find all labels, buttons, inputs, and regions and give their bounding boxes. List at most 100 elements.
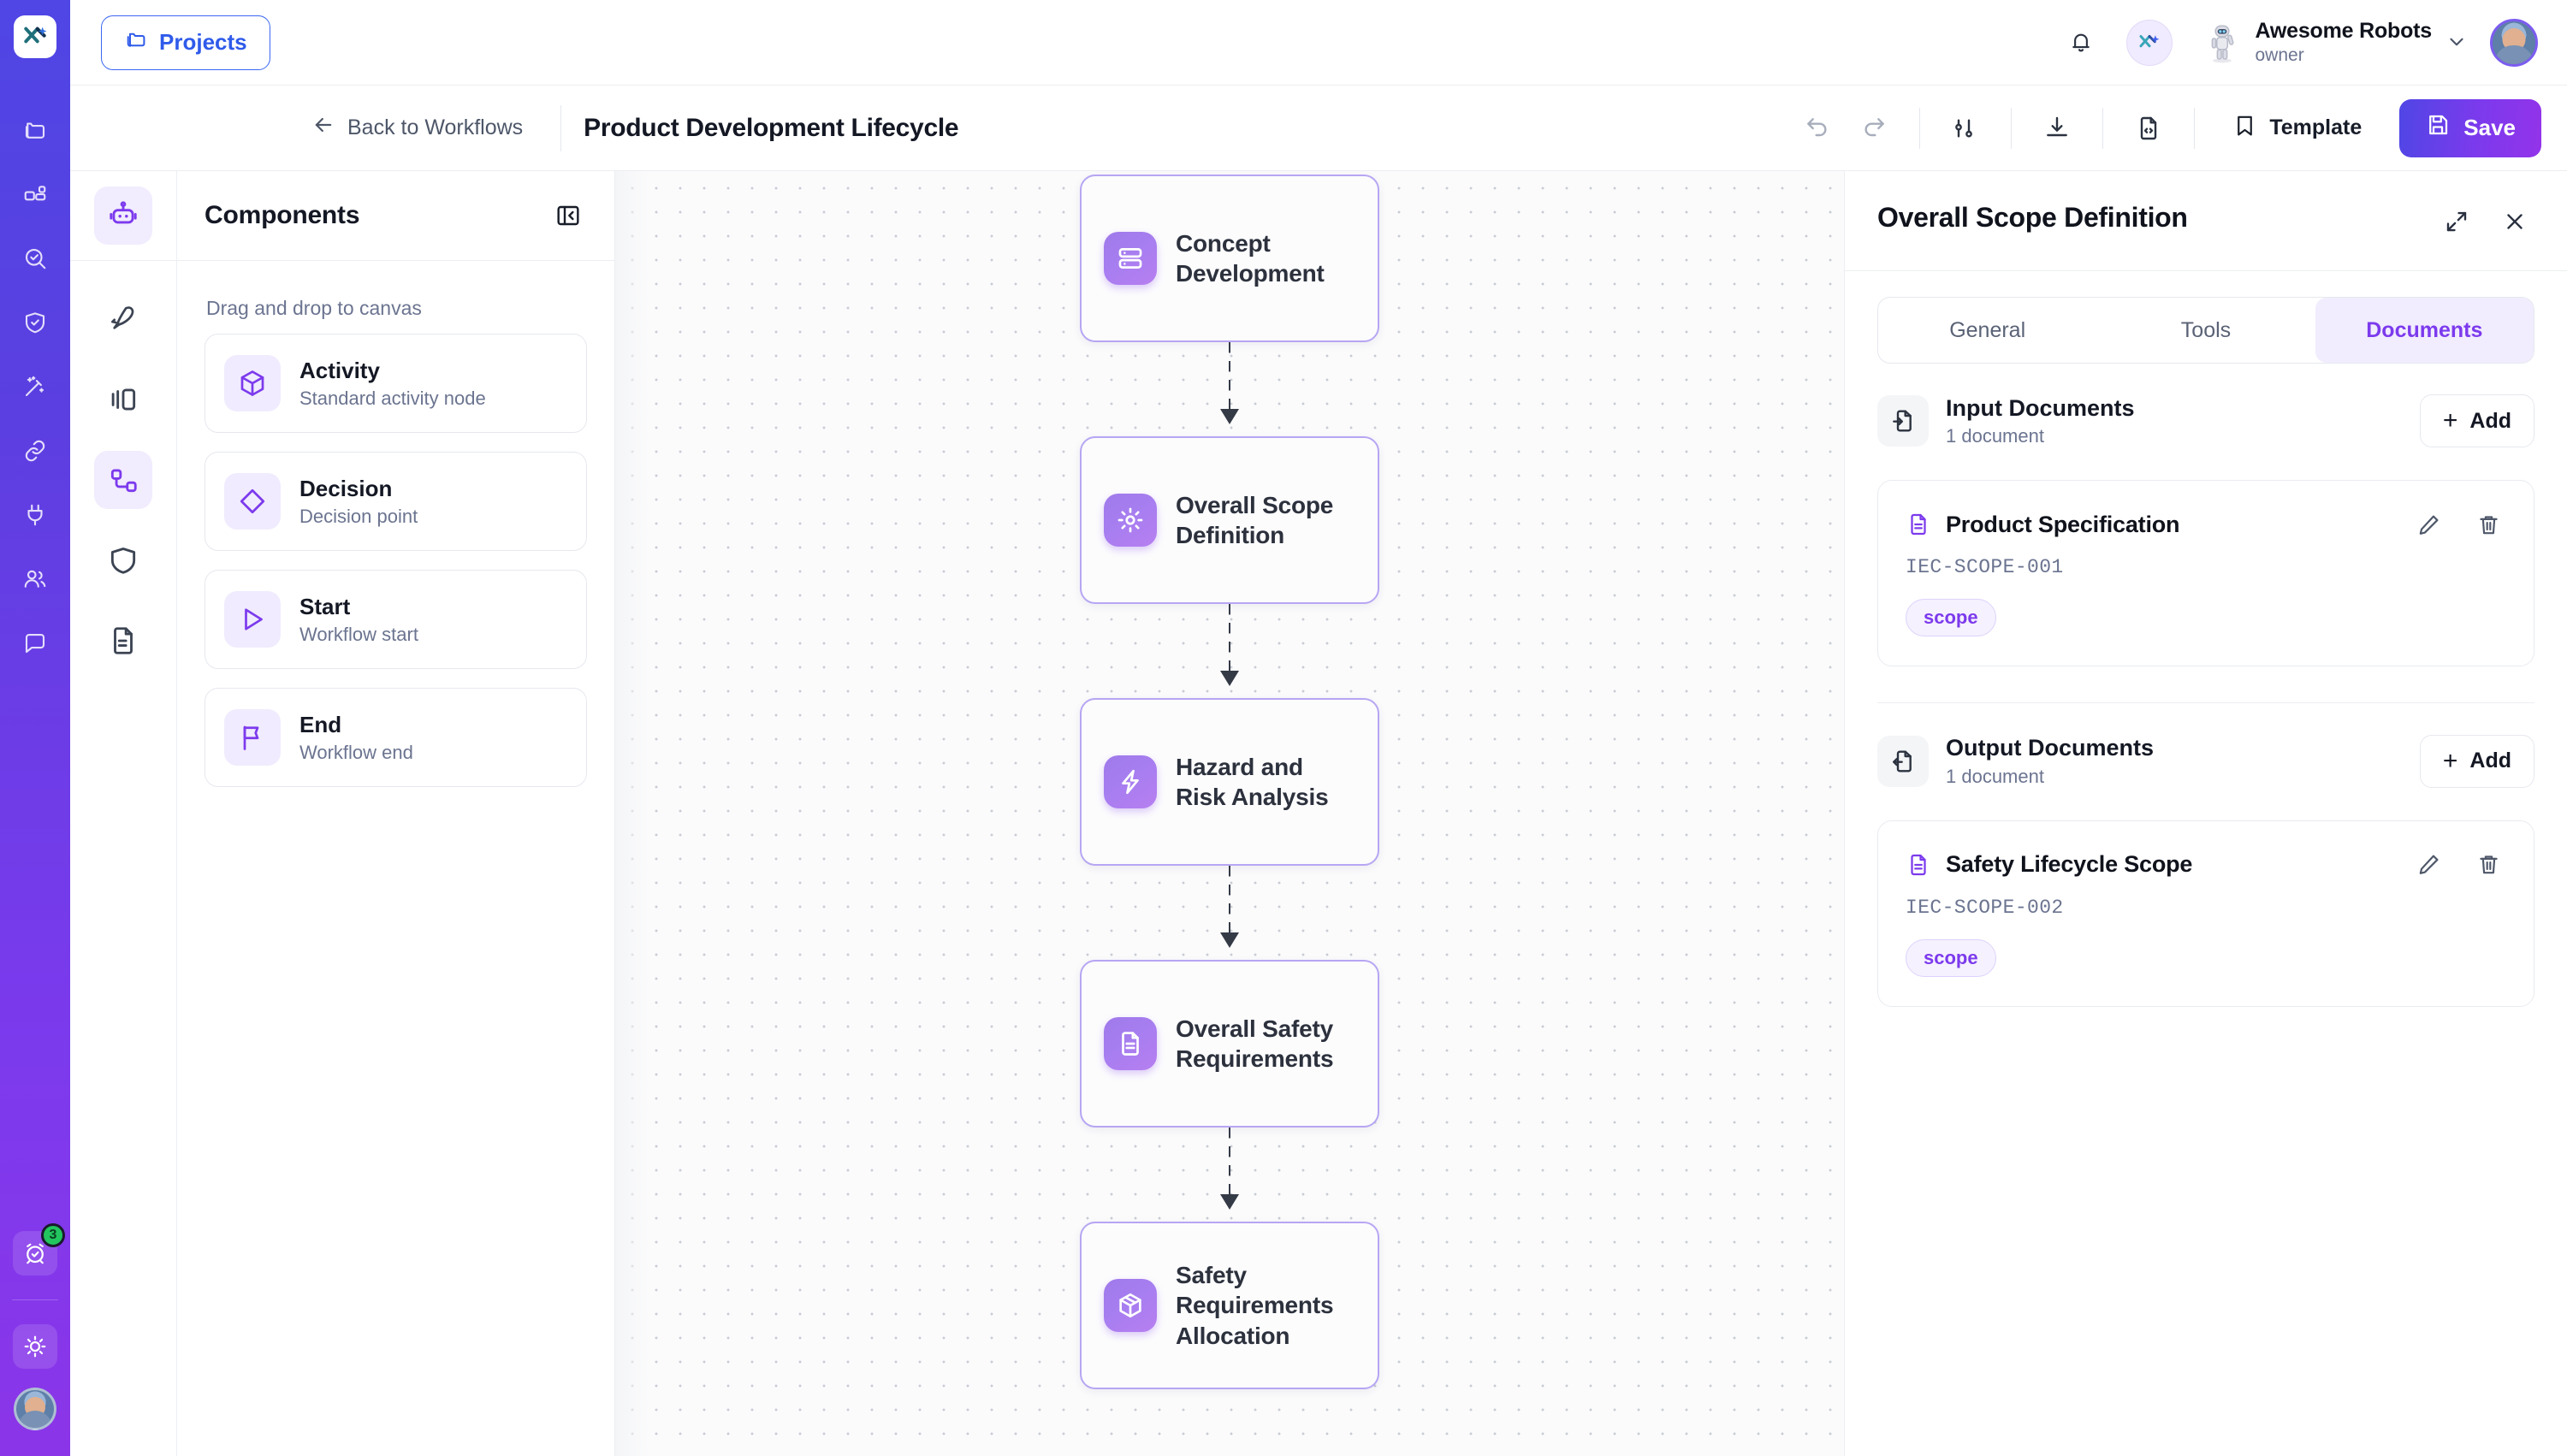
workflow-node-hazard-and-risk-analysis[interactable]: Hazard and Risk Analysis: [1080, 698, 1379, 866]
connector-arrow: [1080, 604, 1379, 698]
server-icon: [1104, 232, 1157, 285]
workflow-node-overall-safety-requirements[interactable]: Overall Safety Requirements: [1080, 960, 1379, 1128]
secondary-rail: [70, 171, 177, 1456]
gear-icon: [1104, 494, 1157, 547]
code-file-icon[interactable]: [2122, 102, 2175, 155]
components-title: Components: [205, 201, 360, 229]
settings-sliders-icon[interactable]: [1939, 102, 1992, 155]
ai-sparkle-icon[interactable]: [2126, 19, 2173, 66]
expand-icon[interactable]: [2437, 202, 2476, 241]
sidebar-item-shield-check[interactable]: [13, 300, 57, 345]
components-panel: Components Drag and drop to canvas Activ…: [177, 171, 615, 1456]
rail-divider: [12, 1299, 58, 1300]
package-icon: [1104, 1279, 1157, 1332]
add-input-document-button[interactable]: + Add: [2419, 394, 2534, 448]
file-in-icon: [1877, 395, 1929, 447]
document-card-safety-lifecycle-scope[interactable]: Safety Lifecycle Scope: [1877, 820, 2534, 1007]
bolt-icon: [1104, 755, 1157, 808]
section-output-documents: Output Documents 1 document + Add: [1877, 703, 2534, 1007]
component-name: Start: [299, 593, 351, 619]
component-text: End Workflow end: [299, 711, 413, 765]
sidebar-item-link[interactable]: [13, 429, 57, 473]
file-text-icon: [1911, 854, 1926, 875]
section-subtitle: 1 document: [1946, 765, 2044, 787]
robot-icon[interactable]: [94, 186, 152, 245]
trash-icon[interactable]: [2470, 847, 2506, 883]
component-card-end[interactable]: End Workflow end: [205, 688, 587, 787]
org-switcher[interactable]: Awesome Robots owner: [2195, 19, 2468, 66]
bell-icon[interactable]: [2058, 20, 2104, 66]
detail-actions: [2437, 202, 2534, 241]
arrow-left-icon: [311, 113, 335, 143]
toolbar-divider: [2102, 107, 2104, 149]
workflow-canvas[interactable]: Concept Development Overall Scope Defini…: [615, 171, 1844, 1456]
component-card-start[interactable]: Start Workflow start: [205, 570, 587, 669]
sidebar-item-magic-wand[interactable]: [13, 364, 57, 409]
sidebar-item-search-check[interactable]: [13, 236, 57, 281]
close-icon[interactable]: [2495, 202, 2534, 241]
tag-chip[interactable]: scope: [1906, 938, 1996, 977]
redo-icon[interactable]: [1847, 102, 1900, 155]
body-row: Components Drag and drop to canvas Activ…: [70, 171, 2567, 1456]
node-label: Concept Development: [1176, 229, 1325, 287]
sidebar-item-folders[interactable]: [13, 108, 57, 152]
trash-icon[interactable]: [2470, 506, 2506, 542]
file-out-icon: [1877, 735, 1929, 787]
section-left: Input Documents 1 document: [1877, 394, 2135, 447]
component-text: Decision Decision point: [299, 475, 418, 529]
add-output-document-button[interactable]: + Add: [2419, 734, 2534, 788]
toolbar-divider: [1919, 107, 1921, 149]
save-button[interactable]: Save: [2399, 98, 2541, 157]
node-detail-panel: Overall Scope Definition General Tools D…: [1844, 171, 2567, 1456]
workflow-node-overall-scope-definition[interactable]: Overall Scope Definition: [1080, 436, 1379, 604]
avatar[interactable]: [14, 1388, 56, 1430]
template-button[interactable]: Template: [2214, 103, 2380, 154]
add-label: Add: [2469, 408, 2511, 433]
workflow-toolbar: Back to Workflows Product Development Li…: [70, 86, 2567, 171]
document-name-wrap: Product Specification: [1906, 512, 2180, 538]
toolbar-right: Template Save: [1791, 98, 2541, 157]
tab-documents[interactable]: Documents: [2315, 298, 2534, 363]
pencil-icon[interactable]: [2410, 506, 2446, 542]
document-icon[interactable]: [94, 612, 152, 670]
pencil-icon[interactable]: [2410, 847, 2446, 883]
component-text: Start Workflow start: [299, 593, 418, 647]
chevron-down-icon: [2445, 31, 2468, 53]
tag-chip[interactable]: scope: [1906, 599, 1996, 637]
section-left: Output Documents 1 document: [1877, 734, 2154, 787]
workflow-node-concept-development[interactable]: Concept Development: [1080, 175, 1379, 342]
app-logo[interactable]: [14, 15, 56, 58]
document-card-product-specification[interactable]: Product Specification: [1877, 480, 2534, 667]
panel-collapse-icon[interactable]: [549, 197, 587, 234]
undo-icon[interactable]: [1791, 102, 1844, 155]
tab-tools[interactable]: Tools: [2180, 317, 2232, 342]
workflow-nodes-icon[interactable]: [94, 451, 152, 509]
section-title: Output Documents: [1946, 735, 2154, 761]
download-icon[interactable]: [2030, 102, 2084, 155]
shield-icon[interactable]: [94, 531, 152, 589]
sidebar-item-chat[interactable]: [13, 621, 57, 666]
back-to-workflows-button[interactable]: Back to Workflows: [296, 104, 538, 151]
back-label: Back to Workflows: [347, 115, 524, 139]
rocket-icon[interactable]: [94, 290, 152, 348]
workflow-flow: Concept Development Overall Scope Defini…: [1080, 175, 1379, 1389]
primary-sidebar: 3: [0, 0, 70, 1456]
workflow-node-safety-requirements-allocation[interactable]: Safety Requirements Allocation: [1080, 1222, 1379, 1389]
user-avatar[interactable]: [2490, 18, 2538, 67]
panels-icon[interactable]: [94, 370, 152, 429]
projects-button[interactable]: Projects: [101, 15, 270, 70]
plus-icon: +: [2442, 746, 2458, 775]
cube-icon: [224, 355, 281, 411]
toolbar-divider: [2011, 107, 2013, 149]
sidebar-item-users[interactable]: [13, 557, 57, 601]
component-card-activity[interactable]: Activity Standard activity node: [205, 334, 587, 433]
detail-body: Input Documents 1 document + Add: [1845, 364, 2567, 1456]
sun-icon[interactable]: [13, 1324, 57, 1369]
component-card-decision[interactable]: Decision Decision point: [205, 452, 587, 551]
sidebar-item-dashboard[interactable]: [13, 172, 57, 216]
sidebar-item-plug[interactable]: [13, 493, 57, 537]
tab-general[interactable]: General: [1949, 317, 2026, 342]
component-name: End: [299, 711, 342, 737]
folder-icon: [124, 28, 147, 57]
secondary-rail-items: [94, 261, 152, 670]
